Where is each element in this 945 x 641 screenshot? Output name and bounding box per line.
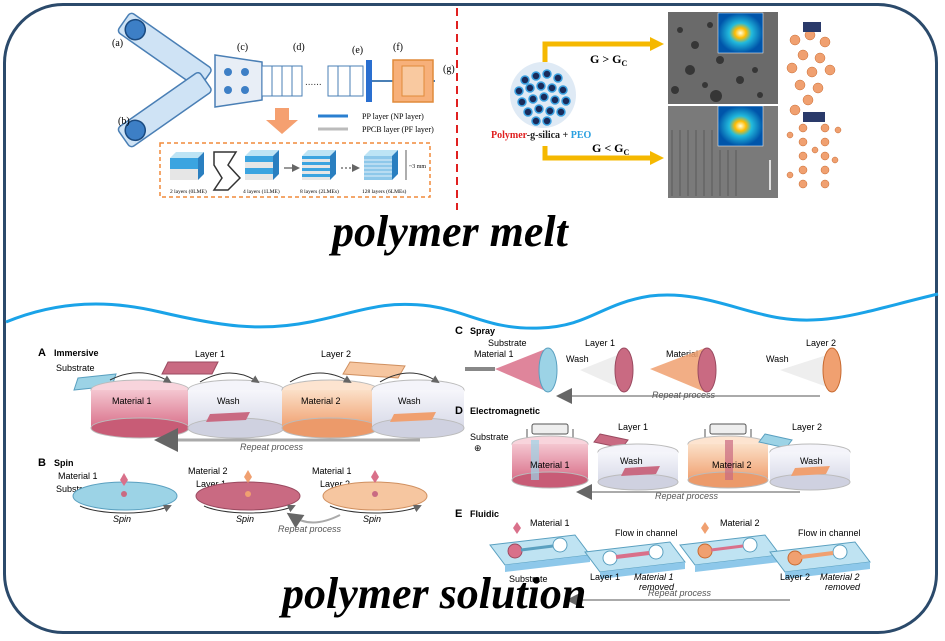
label-flow-e1: Flow in channel [615, 528, 678, 538]
label-substrate-b: Substrate [56, 484, 95, 494]
label-material1-b1: Material 1 [58, 471, 98, 481]
panel-title-e: Fluidic [470, 509, 499, 519]
label-substrate-e: Substrate [509, 574, 548, 584]
label-repeat-c: Repeat process [652, 390, 716, 400]
label-e: (e) [352, 45, 363, 56]
label-material1-d: Material 1 [530, 460, 570, 470]
label-g: (g) [443, 64, 455, 75]
label-spin-b2: Spin [236, 514, 254, 524]
label-layer2-a: Layer 2 [321, 349, 351, 359]
arrow-upper [542, 41, 652, 62]
label-b: (b) [118, 116, 130, 127]
panel-b-spin: B Spin Material 1 Substrate Spin Materia… [38, 457, 428, 534]
title-polymer-solution: polymer solution [282, 569, 587, 618]
label-layer2-c: Layer 2 [806, 338, 836, 348]
arrow-lower [542, 146, 652, 161]
legend-pp: PP layer (NP layer) [362, 112, 424, 121]
panel-a-immersive: A Immersive Substrate Layer 1 Layer 2 Ma… [38, 347, 465, 452]
extruder-a-icon [124, 18, 147, 41]
panel-letter-d: D [455, 405, 463, 417]
g-greater-label: G > GC [590, 52, 628, 68]
legend-ppcb: PPCB layer (PF layer) [362, 125, 434, 134]
label-spin-b1: Spin [113, 514, 131, 524]
label-spin-b3: Spin [363, 514, 381, 524]
panel-d-electromagnetic: D Electromagnetic Substrate ⊕ Material 1… [455, 405, 851, 501]
label-wash-a1: Wash [217, 396, 240, 406]
panel-title-a: Immersive [54, 348, 99, 358]
plus-icon: ⊕ [474, 443, 482, 453]
nanocomposite-label: Polymer-g-silica + PEO [491, 130, 592, 141]
panel-letter-a: A [38, 347, 46, 359]
label-c: (c) [237, 42, 248, 53]
label-layer1-c: Layer 1 [585, 338, 615, 348]
g-less-label: G < GC [592, 141, 630, 157]
label-material2-removed: Material 2 [820, 572, 860, 582]
label-layer1-e: Layer 1 [590, 572, 620, 582]
label-substrate-c: Substrate [488, 338, 527, 348]
panel-letter-e: E [455, 508, 462, 520]
label-wash-c1: Wash [566, 354, 589, 364]
label-material2-b: Material 2 [188, 466, 228, 476]
label-material1-a: Material 1 [112, 396, 152, 406]
panel-letter-b: B [38, 457, 46, 469]
label-d: (d) [293, 42, 305, 53]
label-f: (f) [393, 42, 403, 53]
extruder-b-icon [124, 119, 147, 142]
extrusion-diagram: ...... (a) (b) (c) (d) (e) (f) (g) PP la… [112, 12, 455, 198]
label-layer2-b: Layer 2 [320, 479, 350, 489]
panel-title-d: Electromagnetic [470, 406, 540, 416]
label-flow-e2: Flow in channel [798, 528, 861, 538]
panel-title-b: Spin [54, 458, 74, 468]
stage-label-0: 2 layers (0LME) [170, 188, 207, 195]
label-a: (a) [112, 38, 123, 49]
stage-label-3: 128 layers (6LMEs) [362, 188, 406, 195]
label-layer2-d: Layer 2 [792, 422, 822, 432]
panel-e-fluidic: E Fluidic Material 1 Substrate Flow in c… [455, 508, 871, 608]
label-layer1-d: Layer 1 [618, 422, 648, 432]
label-material2-c: Material 2 [666, 349, 706, 359]
label-material2-a: Material 2 [301, 396, 341, 406]
panel-letter-c: C [455, 325, 463, 337]
label-removed-2: removed [825, 582, 861, 592]
label-substrate-a: Substrate [56, 363, 95, 373]
wave-divider [5, 292, 939, 330]
label-layer2-e: Layer 2 [780, 572, 810, 582]
label-wash-d2: Wash [800, 456, 823, 466]
panel-title-c: Spray [470, 326, 495, 336]
stage-label-1: 4 layers (1LME) [243, 188, 280, 195]
panel-c-spray: C Spray Substrate Material 1 Layer 1 Was… [455, 325, 842, 404]
stage-label-2: 8 layers (2LMEs) [300, 188, 339, 195]
label-repeat-a: Repeat process [240, 442, 304, 452]
nanocomposite-diagram: Polymer-g-silica + PEO G > GC G < GC [491, 12, 842, 198]
label-wash-c2: Wash [766, 354, 789, 364]
label-wash-d1: Wash [620, 456, 643, 466]
outer-frame [3, 3, 938, 634]
label-material2-d: Material 2 [712, 460, 752, 470]
label-layer1-a: Layer 1 [195, 349, 225, 359]
title-polymer-melt: polymer melt [332, 207, 568, 256]
label-substrate-d: Substrate [470, 432, 509, 442]
label-repeat-b: Repeat process [278, 524, 342, 534]
down-arrow-icon [266, 108, 298, 134]
label-material1-removed: Material 1 [634, 572, 674, 582]
particle-columns [786, 29, 842, 189]
thickness-label: ~3 mm [409, 164, 426, 170]
particle-cluster [510, 62, 576, 128]
label-material2-e: Material 2 [720, 518, 760, 528]
label-layer1-b: Layer 1 [196, 479, 226, 489]
label-material1-b2: Material 1 [312, 466, 352, 476]
label-material1-e: Material 1 [530, 518, 570, 528]
label-repeat-e: Repeat process [648, 588, 712, 598]
label-removed-1: removed [639, 582, 675, 592]
svg-text:......: ...... [305, 77, 322, 88]
label-wash-a2: Wash [398, 396, 421, 406]
label-repeat-d: Repeat process [655, 491, 719, 501]
label-material1-c: Material 1 [474, 349, 514, 359]
